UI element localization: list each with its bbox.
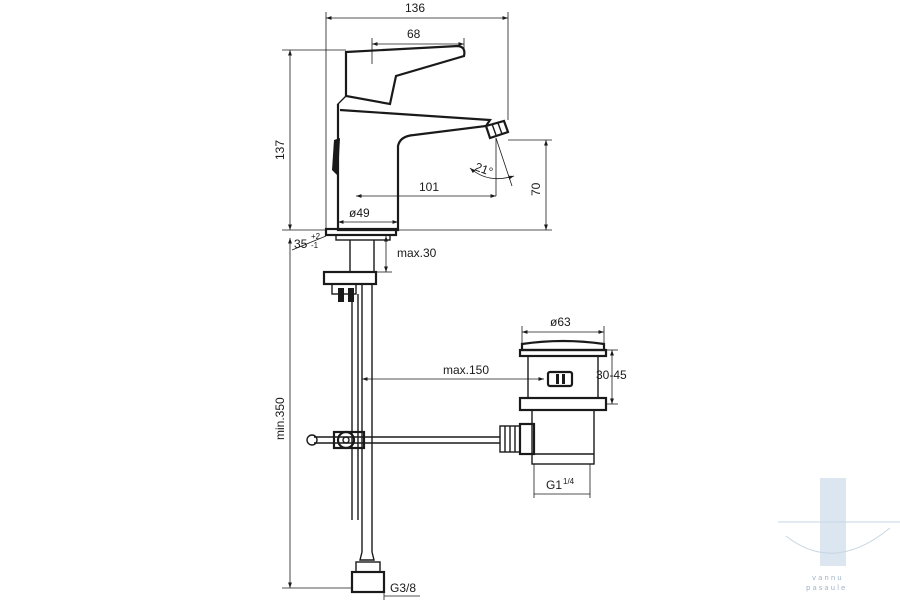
dim-mount-tol-plus: +2: [311, 232, 321, 241]
dim-base-diameter: ø49: [349, 206, 370, 220]
dim-drain-thread: G1: [546, 478, 562, 492]
popup-rod: [306, 430, 500, 450]
dim-drain-diameter: ø63: [550, 315, 571, 329]
dim-hose-thread: G3/8: [390, 581, 416, 595]
dim-handle-length: 68: [407, 27, 421, 41]
mounting-assembly: [322, 240, 378, 302]
supply-hoses: [350, 284, 386, 594]
dim-spout-reach: 101: [419, 180, 439, 194]
dim-hose-length: min.350: [273, 397, 287, 440]
dim-total-width: 136: [405, 1, 425, 15]
dim-mount-angle: 35: [294, 237, 308, 251]
watermark-text-line1: vannu: [812, 574, 844, 582]
dim-total-height: 137: [273, 140, 287, 160]
dim-drain-thread-frac: 1/4: [563, 477, 575, 486]
dim-deck-thickness: max.30: [397, 246, 437, 260]
dim-spout-height: 70: [529, 182, 543, 196]
watermark-text-line2: pasaule: [806, 584, 847, 592]
drain-waste: [499, 339, 608, 465]
aerator: [484, 119, 510, 140]
dimension-lines: [282, 12, 618, 600]
watermark-logo: vannu pasaule: [778, 478, 900, 592]
dim-drain-range: 30-45: [596, 368, 627, 382]
dim-rod-length: max.150: [443, 363, 489, 377]
dim-mount-tol-minus: -1: [311, 241, 319, 250]
dim-spout-angle: 21°: [473, 160, 495, 179]
